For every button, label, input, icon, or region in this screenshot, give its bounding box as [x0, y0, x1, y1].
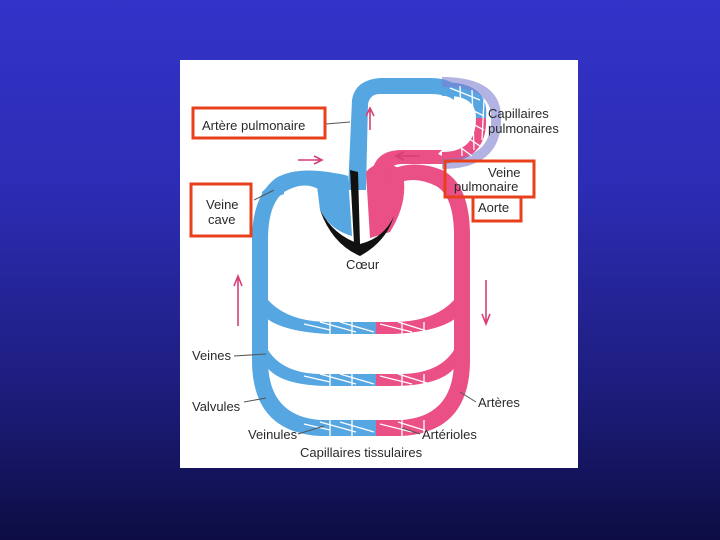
label-veinules: Veinules — [248, 427, 298, 442]
pulmonary-vein — [370, 150, 447, 190]
label-veines: Veines — [192, 348, 232, 363]
heart-septum — [320, 210, 394, 256]
label-artere-pulmonaire: Artère pulmonaire — [202, 118, 305, 133]
circulation-diagram: Artère pulmonaire Capillaires pulmonaire… — [180, 60, 578, 468]
label-arterioles: Artérioles — [422, 427, 477, 442]
label-capillaires-pulmonaires-line1: Capillaires — [488, 106, 549, 121]
label-veine-cave-line1: Veine — [206, 197, 239, 212]
highlight-box-artere-pulmonaire — [191, 106, 327, 140]
leader-lines — [233, 121, 477, 435]
label-veine-pulmonaire-line2: pulmonaire — [454, 179, 518, 194]
highlight-box-veine-cave — [189, 182, 253, 238]
aorta — [376, 164, 470, 436]
label-veine-cave-line2: cave — [208, 212, 235, 227]
circulation-svg: Artère pulmonaire Capillaires pulmonaire… — [189, 77, 559, 460]
label-capillaires-tissulaires: Capillaires tissulaires — [300, 445, 423, 460]
label-aorte: Aorte — [478, 200, 509, 215]
label-valvules: Valvules — [192, 399, 241, 414]
flow-arrows — [233, 106, 491, 327]
label-veine-pulmonaire-line1: Veine — [488, 165, 521, 180]
label-capillaires-pulmonaires-line2: pulmonaires — [488, 121, 559, 136]
highlight-box-aorte — [471, 195, 523, 223]
label-coeur: Cœur — [346, 257, 380, 272]
tissue-capillaries — [303, 321, 431, 436]
label-arteres: Artères — [478, 395, 520, 410]
